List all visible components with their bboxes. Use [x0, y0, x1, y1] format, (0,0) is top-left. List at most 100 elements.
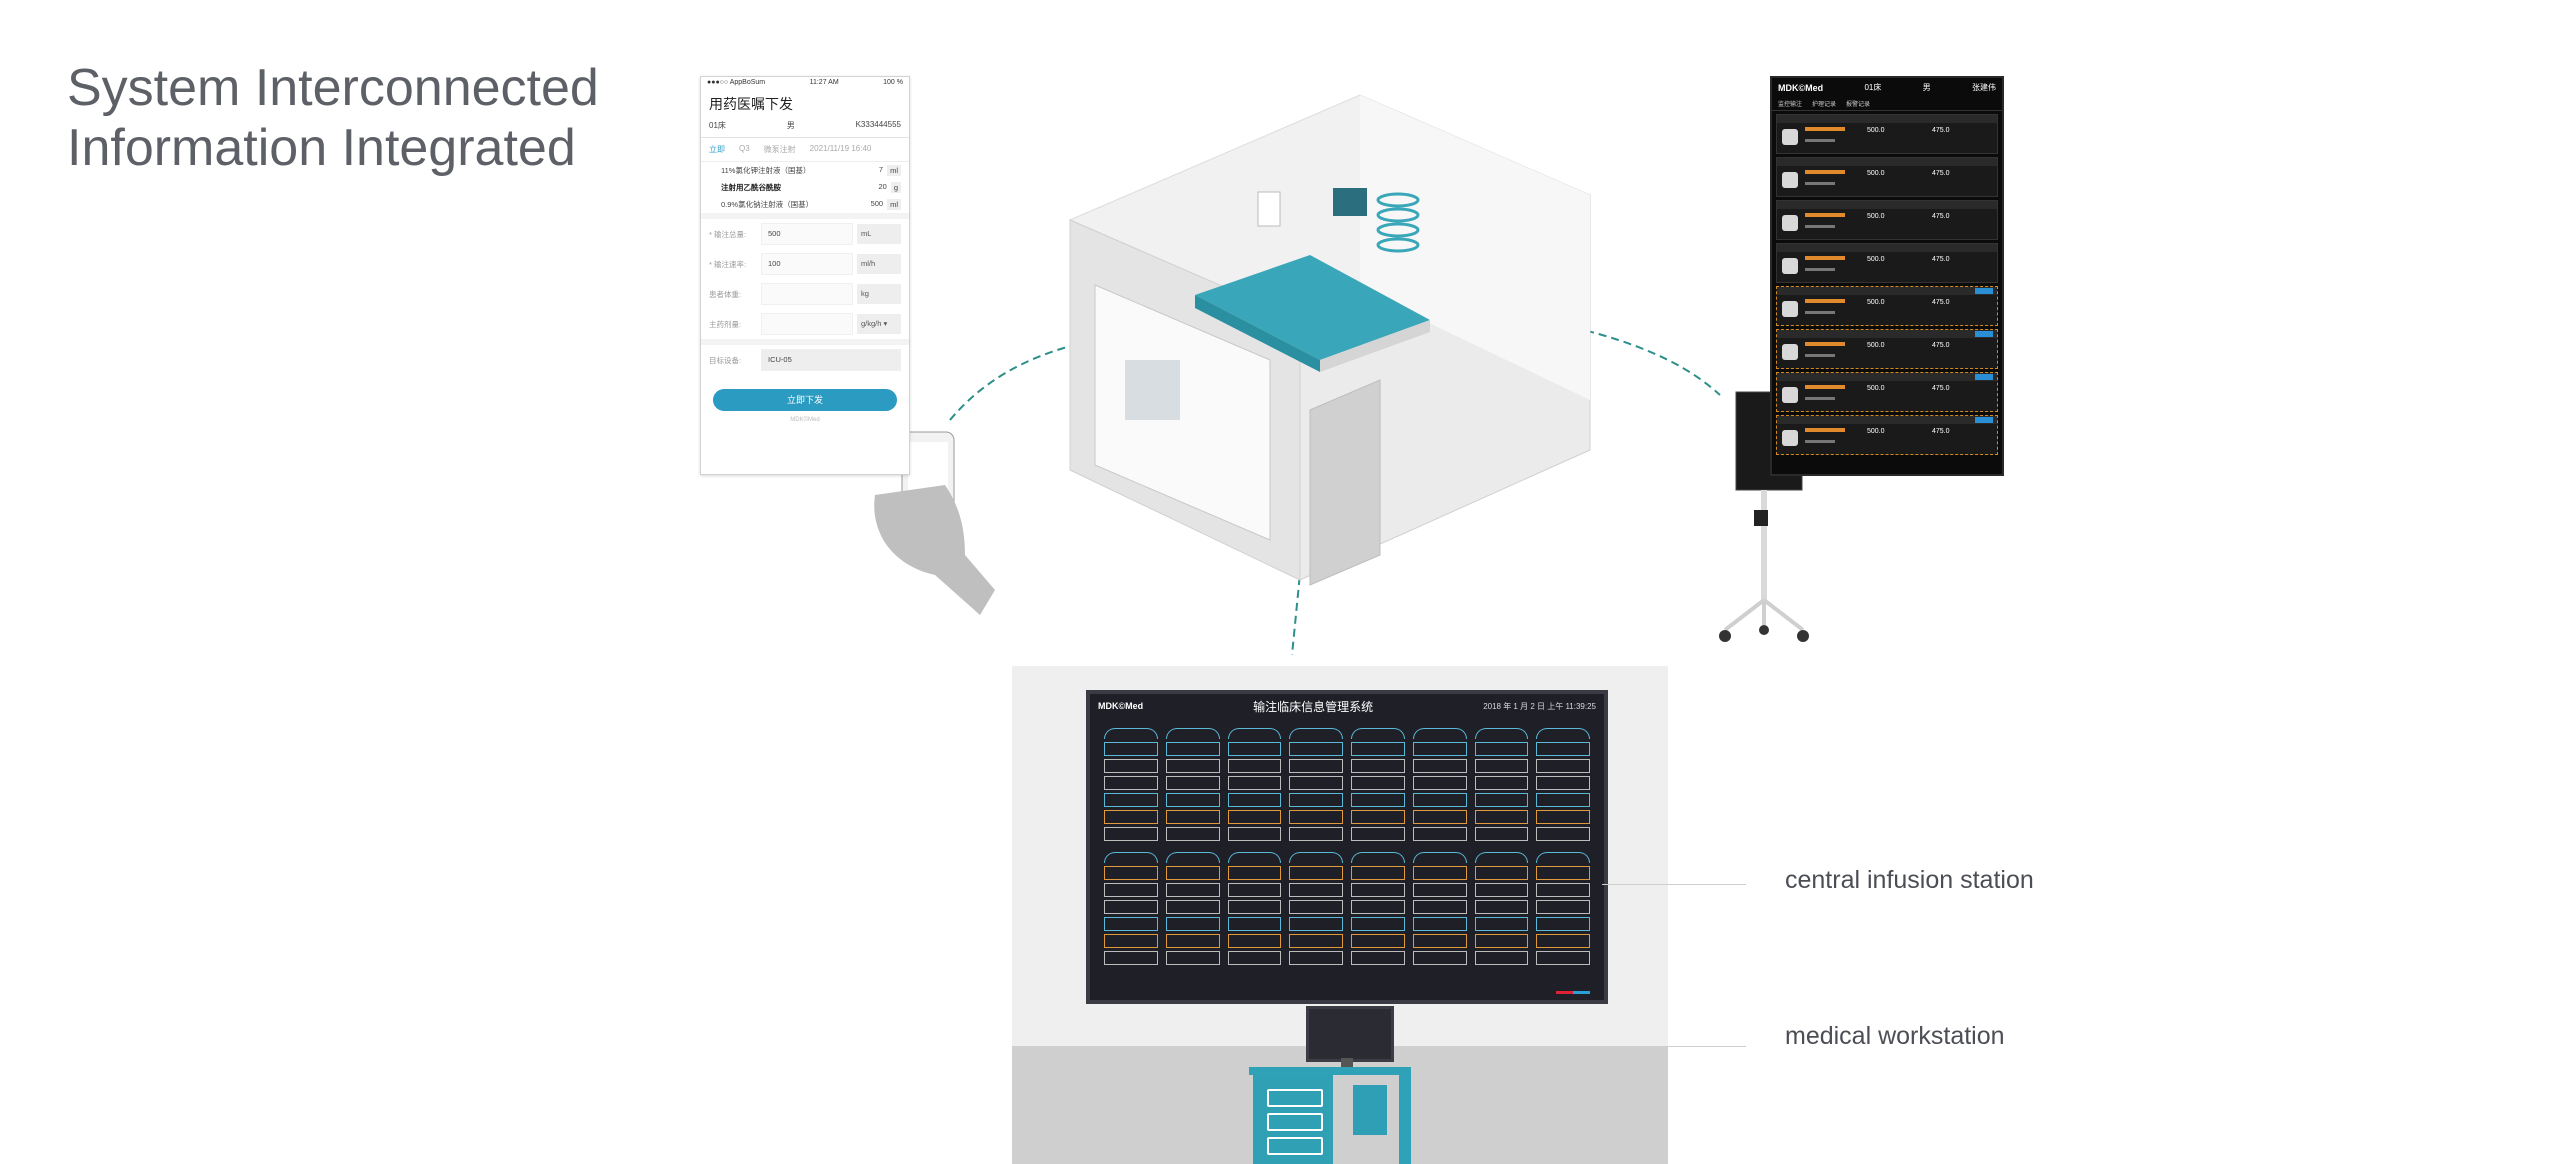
- drug-name: 0.9%氯化钠注射液（国基）: [721, 200, 814, 209]
- pump-volume: 500.0: [1867, 256, 1885, 263]
- drawer: [1267, 1113, 1323, 1131]
- tablet-gender: 男: [1922, 83, 1931, 92]
- bed-tile[interactable]: [1165, 728, 1220, 841]
- pump-icon: [1782, 172, 1798, 188]
- field-value[interactable]: 100: [761, 253, 853, 275]
- bed-tile[interactable]: [1104, 728, 1158, 841]
- status-time: 11:27 AM: [809, 79, 839, 86]
- pump-volume: 500.0: [1867, 127, 1885, 134]
- status-battery: 100 %: [883, 79, 903, 86]
- bed-tile[interactable]: [1104, 852, 1158, 965]
- pump-icon: [1782, 387, 1798, 403]
- pump-row[interactable]: 500.0 475.0: [1776, 329, 1998, 369]
- tab-q3[interactable]: Q3: [739, 144, 750, 153]
- callout-line-station: [1602, 884, 1746, 885]
- bed-tile[interactable]: [1474, 852, 1529, 965]
- field-value[interactable]: [761, 313, 853, 335]
- desk-top: [1249, 1067, 1411, 1075]
- infusion-rate-field[interactable]: * 输注速率: 100 ml/h: [701, 249, 909, 279]
- bed-tile[interactable]: [1536, 852, 1590, 965]
- tablet-header: MDK©Med 01床 男 张建伟: [1772, 78, 2002, 97]
- field-unit: mL: [857, 224, 901, 244]
- field-unit: ml/h: [857, 254, 901, 274]
- field-value[interactable]: ICU-05: [761, 349, 901, 371]
- pump-row[interactable]: 500.0 475.0: [1776, 372, 1998, 412]
- desk-leg: [1399, 1075, 1411, 1164]
- bed-tile[interactable]: [1165, 852, 1220, 965]
- mobile-order-screen: ●●●○○ AppBoSum 11:27 AM 100 % 用药医嘱下发 01床…: [700, 76, 910, 475]
- field-label: * 输注总量:: [709, 229, 747, 239]
- order-tabs: 立即 Q3 微泵注射 2021/11/19 16:40: [701, 138, 909, 162]
- bed-tile[interactable]: [1351, 852, 1405, 965]
- drug-qty: 7: [878, 165, 884, 174]
- workstation-desk: [1249, 1067, 1411, 1164]
- drug-qty: 20: [878, 182, 887, 191]
- bed-tile[interactable]: [1227, 728, 1282, 841]
- tablet-logo: MDK©Med: [1778, 82, 1824, 93]
- tab-datetime: 2021/11/19 16:40: [809, 144, 872, 153]
- patient-info: 01床 男 K333444555: [701, 118, 909, 138]
- bed-tile[interactable]: [1289, 852, 1343, 965]
- patient-gender: 男: [786, 121, 795, 130]
- field-value[interactable]: 500: [761, 223, 853, 245]
- bed-tile[interactable]: [1412, 852, 1467, 965]
- total-volume-field[interactable]: * 输注总量: 500 mL: [701, 219, 909, 249]
- patient-weight-field[interactable]: 患者体重: kg: [701, 279, 909, 309]
- tab-alarm[interactable]: 报警记录: [1846, 102, 1871, 108]
- pump-row[interactable]: 500.0 475.0: [1776, 157, 1998, 197]
- tablet-tabs: 监控输注 护理记录 报警记录: [1772, 97, 2002, 111]
- pump-row[interactable]: 500.0 475.0: [1776, 114, 1998, 154]
- phone-status-bar: ●●●○○ AppBoSum 11:27 AM 100 %: [701, 77, 909, 88]
- pump-volume: 500.0: [1867, 342, 1885, 349]
- bed-tile[interactable]: [1474, 728, 1529, 841]
- monitor-header: MDK©Med 输注临床信息管理系统 2018 年 1 月 2 日 上午 11:…: [1090, 694, 1604, 718]
- monitor-datetime: 2018 年 1 月 2 日 上午 11:39:25: [1483, 701, 1596, 711]
- pump-icon: [1782, 344, 1798, 360]
- pump-remaining: 475.0: [1932, 342, 1950, 349]
- monitor-status-strip: [1556, 991, 1590, 994]
- workstation-monitor-stand: [1341, 1058, 1353, 1068]
- monitor-logo: MDK©Med: [1098, 701, 1144, 711]
- pump-icon: [1782, 258, 1798, 274]
- tab-immediate[interactable]: 立即: [709, 145, 725, 154]
- pump-remaining: 475.0: [1932, 170, 1950, 177]
- chair: [1353, 1085, 1387, 1135]
- headline-line-2: Information Integrated: [67, 119, 576, 177]
- pump-remaining: 475.0: [1932, 213, 1950, 220]
- callout-line-workstation: [1668, 1046, 1746, 1047]
- bed-tile[interactable]: [1351, 728, 1405, 841]
- send-order-button[interactable]: 立即下发: [713, 389, 897, 411]
- pump-volume: 500.0: [1867, 385, 1885, 392]
- tab-pump[interactable]: 微泵注射: [763, 145, 796, 154]
- drug-qty: 500: [870, 199, 884, 208]
- bed-tile[interactable]: [1227, 852, 1282, 965]
- field-unit-dropdown[interactable]: g/kg/h ▾: [857, 314, 901, 334]
- pump-volume: 500.0: [1867, 213, 1885, 220]
- headline-line-1: System Interconnected: [67, 59, 599, 117]
- bed-tile[interactable]: [1412, 728, 1467, 841]
- pump-remaining: 475.0: [1932, 428, 1950, 435]
- pump-row[interactable]: 500.0 475.0: [1776, 200, 1998, 240]
- field-label: 主药剂量:: [709, 319, 742, 329]
- tab-nursing[interactable]: 护理记录: [1812, 102, 1837, 108]
- tab-monitoring[interactable]: 监控输注: [1778, 102, 1803, 108]
- target-device-field[interactable]: 目标设备: ICU-05: [701, 345, 909, 375]
- pump-remaining: 475.0: [1932, 385, 1950, 392]
- callout-central-infusion-station: central infusion station: [1785, 866, 2034, 894]
- pump-remaining: 475.0: [1932, 127, 1950, 134]
- drug-name: 11%氯化钾注射液（国基）: [721, 166, 811, 175]
- pump-volume: 500.0: [1867, 170, 1885, 177]
- callout-medical-workstation: medical workstation: [1785, 1022, 2005, 1050]
- field-value[interactable]: [761, 283, 853, 305]
- bed-tile[interactable]: [1289, 728, 1343, 841]
- field-unit: kg: [857, 284, 901, 304]
- drug-unit: ml: [887, 199, 901, 210]
- bed-tile[interactable]: [1536, 728, 1590, 841]
- main-dose-field[interactable]: 主药剂量: g/kg/h ▾: [701, 309, 909, 339]
